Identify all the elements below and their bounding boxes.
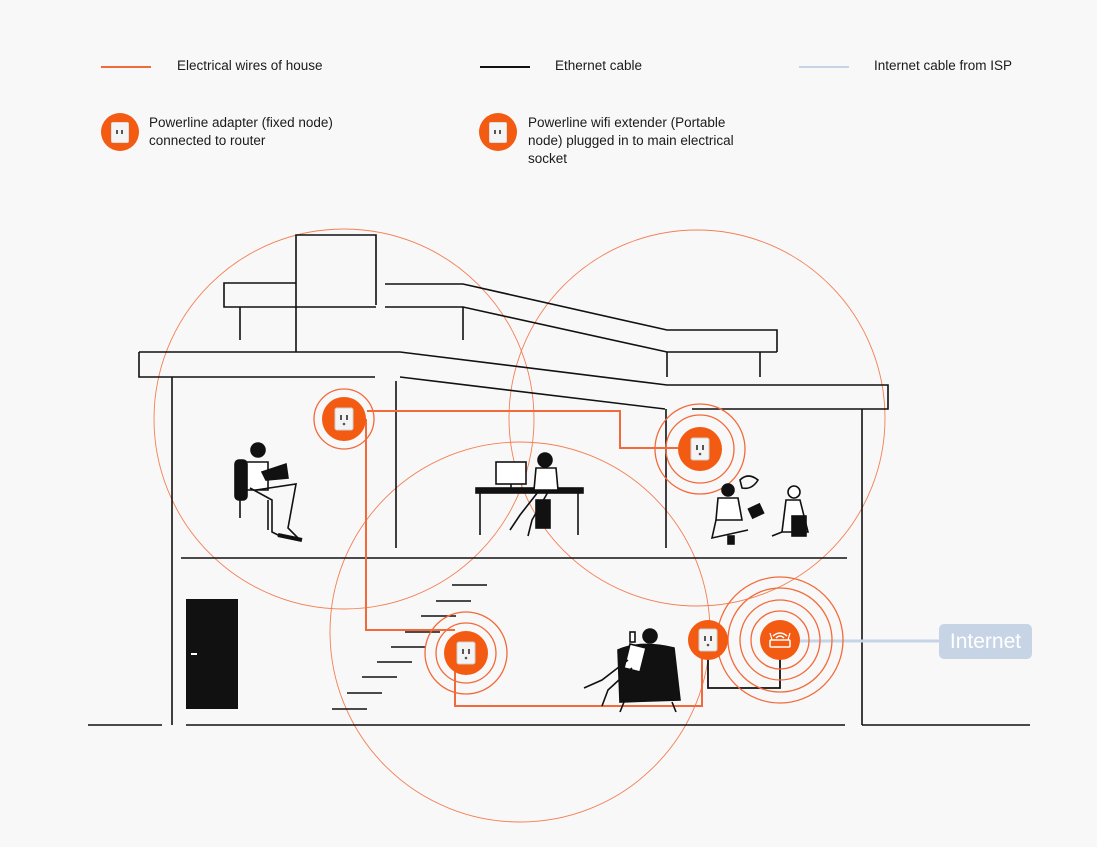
legend-line-ethernet bbox=[480, 66, 530, 68]
internet-label: Internet bbox=[939, 624, 1032, 659]
legend-label-ethernet: Ethernet cable bbox=[555, 58, 643, 73]
router-icon bbox=[760, 620, 800, 660]
powerline-adapter-icon bbox=[479, 113, 517, 151]
coverage-circle bbox=[508, 229, 886, 607]
house-outline bbox=[88, 234, 1030, 726]
legend-label-electrical: Electrical wires of house bbox=[177, 58, 323, 73]
person-on-laptop bbox=[234, 442, 303, 542]
node-rings bbox=[313, 388, 844, 704]
door-icon bbox=[186, 599, 238, 709]
coverage-circle bbox=[153, 228, 535, 610]
person-in-armchair bbox=[583, 628, 681, 713]
legend-line-electrical bbox=[101, 66, 151, 68]
powerline-node-stairs bbox=[444, 631, 488, 675]
powerline-node-fixed bbox=[688, 620, 728, 660]
powerline-node-upper-right bbox=[678, 427, 722, 471]
legend-line-isp bbox=[799, 66, 849, 68]
legend-label-isp: Internet cable from ISP bbox=[874, 58, 1013, 73]
powerline-node-upper-left bbox=[322, 397, 366, 441]
two-people-sitting bbox=[710, 475, 810, 545]
legend-label-fixed-node: Powerline adapter (fixed node) connected… bbox=[149, 115, 333, 148]
coverage-circles bbox=[153, 228, 886, 823]
legend-label-portable-node: Powerline wifi extender (Portable node) … bbox=[528, 115, 734, 166]
electrical-wires bbox=[365, 410, 703, 707]
powerline-adapter-icon bbox=[101, 113, 139, 151]
person-at-desk bbox=[475, 452, 584, 537]
